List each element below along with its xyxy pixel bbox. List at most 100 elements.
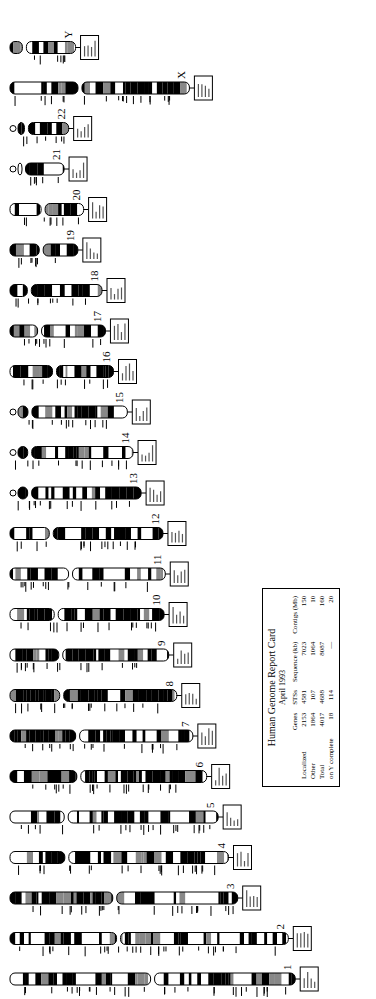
locus-tick bbox=[35, 501, 36, 508]
locus-tick bbox=[64, 339, 65, 348]
chromosome-band bbox=[89, 933, 97, 945]
chromosome-band bbox=[86, 366, 90, 378]
chromosome-band bbox=[71, 892, 74, 904]
chromosome-band bbox=[145, 82, 148, 94]
chromosome-band bbox=[127, 852, 132, 864]
chromosome-band bbox=[72, 528, 77, 540]
chromosome-band bbox=[52, 285, 60, 297]
chromosome-band bbox=[42, 366, 47, 378]
summary-box bbox=[119, 360, 137, 384]
chromosome-band bbox=[44, 325, 50, 337]
chromosome-outline bbox=[32, 447, 133, 459]
chromosome-band bbox=[112, 487, 120, 499]
chromosome-band bbox=[172, 771, 179, 783]
locus-tick bbox=[101, 542, 102, 550]
locus-tick bbox=[192, 866, 193, 874]
chromosome-band bbox=[79, 811, 83, 823]
locus-tick bbox=[107, 947, 108, 951]
locus-tick bbox=[92, 785, 93, 791]
chromosome-band bbox=[113, 730, 120, 742]
summary-box-rule bbox=[189, 693, 190, 705]
chromosome-band bbox=[157, 730, 161, 742]
chromosome-band bbox=[40, 730, 44, 742]
locus-tick bbox=[95, 501, 96, 510]
chromosome-band bbox=[81, 690, 89, 702]
chromosome-band bbox=[15, 933, 19, 945]
satellite-dot bbox=[10, 450, 16, 456]
summary-box bbox=[174, 643, 192, 667]
locus-tick bbox=[114, 582, 115, 591]
locus-tick bbox=[36, 177, 37, 185]
chromosome-band bbox=[44, 163, 48, 175]
summary-box-rule bbox=[175, 533, 176, 543]
summary-box bbox=[194, 76, 212, 100]
chromosome-band bbox=[37, 933, 44, 945]
summary-box-rule bbox=[121, 287, 122, 299]
chromosome-band bbox=[26, 730, 29, 742]
chromosome-band bbox=[114, 528, 120, 540]
locus-tick bbox=[80, 663, 81, 670]
chromosome-band bbox=[148, 82, 152, 94]
chromosome-band bbox=[71, 285, 78, 297]
summary-box-rule bbox=[311, 978, 312, 988]
band-group bbox=[10, 325, 38, 337]
chromosome-band bbox=[197, 852, 200, 864]
leader-line bbox=[229, 857, 234, 858]
chromosome-band bbox=[175, 730, 178, 742]
summary-box bbox=[234, 846, 252, 870]
locus-tick bbox=[44, 866, 45, 875]
locus-tick bbox=[52, 947, 53, 952]
chromosome-band bbox=[151, 690, 158, 702]
chromosome-outline bbox=[26, 42, 75, 54]
locus-tick bbox=[31, 258, 32, 263]
locus-tick bbox=[48, 582, 49, 590]
summary-box-rule bbox=[304, 932, 305, 948]
locus-tick bbox=[26, 137, 27, 145]
locus-tick bbox=[15, 704, 16, 714]
chromosome-band bbox=[174, 892, 176, 904]
chromosome-band bbox=[185, 892, 191, 904]
locus-tick bbox=[194, 825, 195, 833]
locus-tick bbox=[129, 501, 130, 507]
chromosome-band bbox=[35, 690, 38, 702]
band-group bbox=[10, 852, 65, 864]
chromosome-band bbox=[74, 892, 77, 904]
chromosome-band bbox=[155, 892, 162, 904]
chromosome-band bbox=[45, 649, 48, 661]
locus-tick bbox=[202, 866, 203, 872]
locus-tick bbox=[66, 420, 67, 429]
locus-tick bbox=[78, 218, 79, 225]
chromosome-band bbox=[36, 649, 39, 661]
chromosome-band bbox=[75, 325, 77, 337]
chromosome-band bbox=[101, 406, 108, 418]
chromosome-band bbox=[180, 852, 187, 864]
chromosome-band bbox=[130, 82, 137, 94]
leader-line bbox=[69, 128, 74, 129]
chromosome-band bbox=[139, 690, 146, 702]
chromosome-band bbox=[166, 771, 170, 783]
summary-box-rule bbox=[72, 169, 73, 178]
chromosome-band bbox=[173, 973, 180, 985]
locus-tick bbox=[28, 623, 29, 631]
chromosome-band bbox=[63, 568, 65, 580]
locus-tick bbox=[107, 542, 108, 550]
chromosome-band bbox=[240, 933, 244, 945]
locus-tick bbox=[57, 299, 58, 303]
locus-tick bbox=[106, 96, 107, 101]
leader-line bbox=[84, 209, 89, 210]
summary-box-rule bbox=[153, 490, 154, 502]
locus-tick bbox=[181, 906, 182, 913]
chromosome-number: 12 bbox=[149, 514, 161, 525]
locus-tick bbox=[43, 947, 44, 957]
chromosome-band bbox=[140, 609, 144, 621]
chromosome-band bbox=[17, 771, 24, 783]
summary-box-rule bbox=[81, 131, 82, 137]
band-group bbox=[32, 406, 127, 418]
locus-tick bbox=[32, 420, 33, 429]
table-cell: 150 bbox=[300, 596, 308, 634]
chromosome-band bbox=[137, 82, 145, 94]
locus-tick bbox=[58, 461, 59, 466]
locus-tick bbox=[50, 947, 51, 955]
table-cell: on Y complete bbox=[327, 738, 335, 779]
locus-tick bbox=[55, 258, 56, 263]
